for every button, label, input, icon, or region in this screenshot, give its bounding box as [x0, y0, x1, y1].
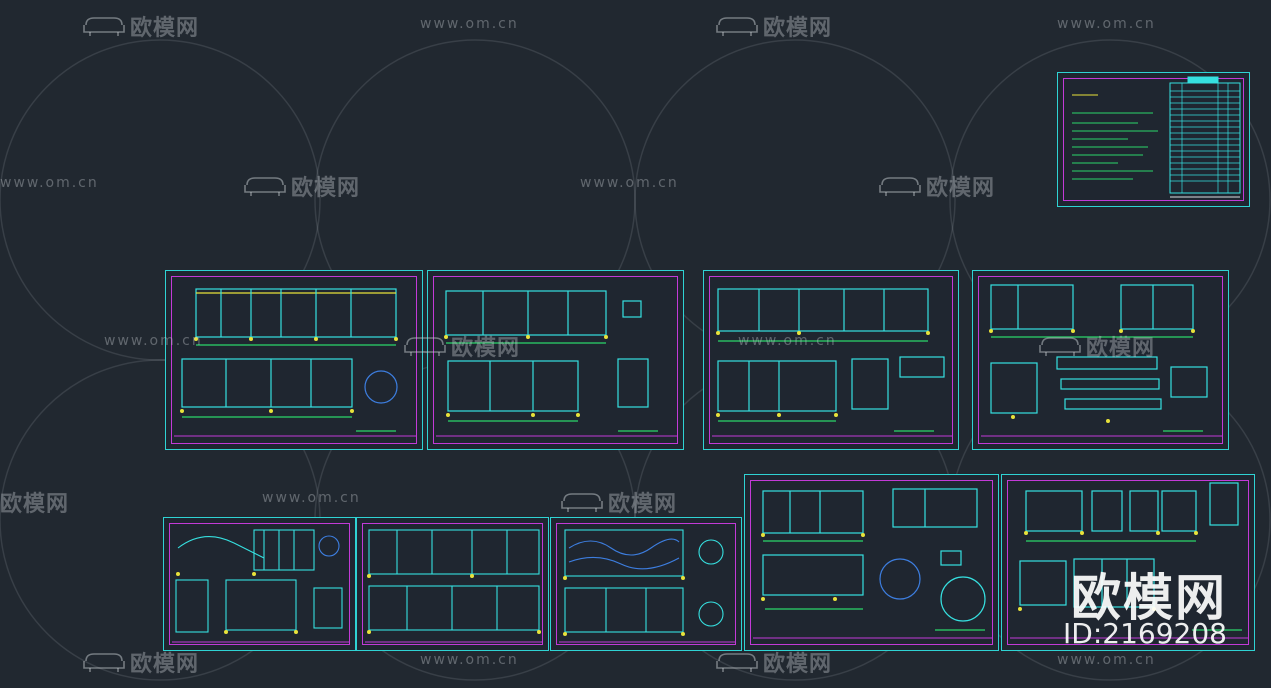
watermark-url: www.om.cn: [420, 652, 519, 668]
sofa-logo-icon: [82, 15, 126, 37]
drawing-sheet-8[interactable]: [744, 474, 999, 651]
index-sheet-graphics: [1072, 76, 1241, 198]
watermark-brand: 欧模网: [878, 170, 995, 202]
drawing-sheet-2[interactable]: [427, 270, 684, 450]
watermark-brand: 欧模网: [243, 170, 360, 202]
sofa-logo-icon: [715, 15, 759, 37]
sheet-3-graphics: [712, 288, 952, 437]
sheet-9-graphics: [1010, 482, 1248, 639]
drawing-sheet-6[interactable]: [356, 517, 549, 651]
corner-id-watermark: ID:2169208: [1063, 617, 1227, 650]
drawing-sheet-1[interactable]: [165, 270, 423, 450]
sheet-1-graphics: [174, 288, 416, 437]
watermark-brand: 欧模网: [0, 492, 70, 517]
watermark-brand: 欧模网: [560, 486, 677, 518]
sheet-5-graphics: [172, 529, 350, 643]
sheet-4-graphics: [981, 284, 1223, 437]
drawing-sheet-3[interactable]: [703, 270, 959, 450]
sheet-2-graphics: [436, 290, 678, 437]
sheet-6-graphics: [365, 529, 543, 643]
sofa-logo-icon: [82, 651, 126, 673]
sheet-7-graphics: [559, 529, 736, 643]
watermark-url: www.om.cn: [580, 175, 679, 191]
sofa-logo-icon: [878, 175, 922, 197]
watermark-brand: 欧模网: [715, 10, 832, 42]
drawing-sheet-9[interactable]: [1001, 474, 1255, 651]
drawing-sheet-5[interactable]: [163, 517, 356, 651]
watermark-url: www.om.cn: [0, 175, 99, 191]
watermark-url: www.om.cn: [1057, 652, 1156, 668]
watermark-brand: 欧模网: [82, 10, 199, 42]
watermark-url: www.om.cn: [1057, 16, 1156, 32]
sofa-logo-icon: [715, 651, 759, 673]
corner-brand-watermark: 欧模网: [1071, 569, 1227, 627]
watermark-url: www.om.cn: [262, 490, 361, 506]
watermark-url: www.om.cn: [420, 16, 519, 32]
sofa-logo-icon: [243, 175, 287, 197]
sofa-logo-icon: [560, 491, 604, 513]
drawing-sheet-4[interactable]: [972, 270, 1229, 450]
sheet-8-graphics: [753, 488, 992, 639]
drawing-sheet-7[interactable]: [550, 517, 742, 651]
drawing-index-sheet[interactable]: [1057, 72, 1250, 207]
